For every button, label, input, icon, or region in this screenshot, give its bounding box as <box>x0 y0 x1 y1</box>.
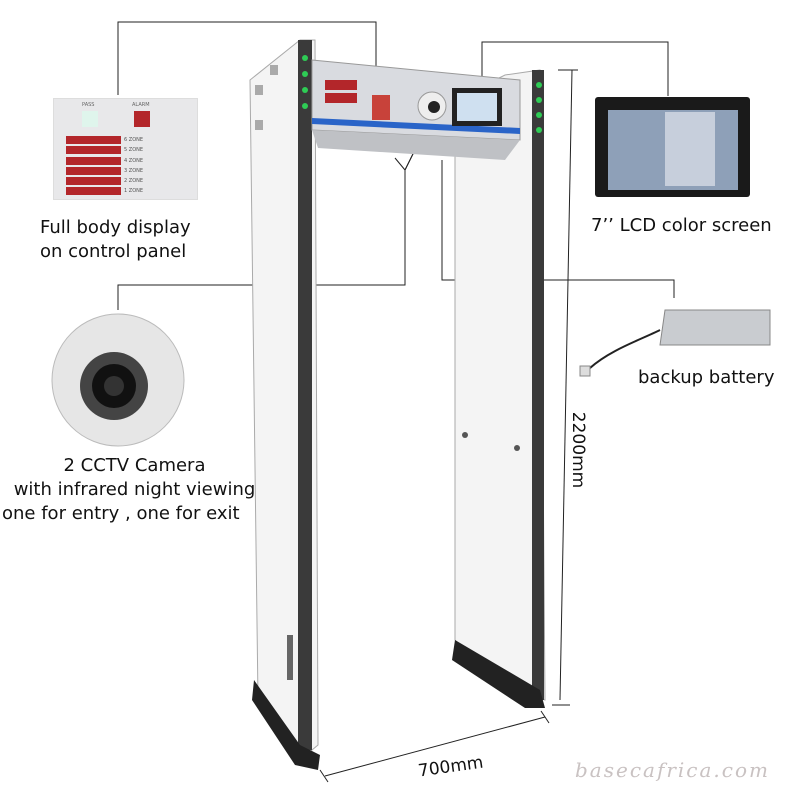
top-header <box>311 59 521 160</box>
camera-caption-line: with infrared night viewing <box>13 479 256 500</box>
alarm-indicator <box>134 111 150 127</box>
panel-caption-line: on control panel <box>40 241 187 262</box>
right-pillar <box>452 69 546 708</box>
camera-caption: 2 CCTV Camera with infrared night viewin… <box>2 454 267 526</box>
control-panel-inset: PASS ALARM 6 ZONE 5 ZONE 4 ZONE 3 ZONE 2… <box>53 98 198 200</box>
left-pillar <box>249 39 320 770</box>
zone-bar <box>66 136 121 144</box>
zone-label: 1 ZONE <box>124 188 144 194</box>
zone-bar <box>66 177 121 185</box>
watermark: basecafrica.com <box>575 758 770 782</box>
zone-label: 2 ZONE <box>124 178 144 184</box>
lcd-screen-inset <box>595 97 750 197</box>
zone-bar <box>66 146 121 154</box>
cctv-camera-inset <box>51 313 185 447</box>
panel-caption: Full body display on control panel <box>40 216 191 264</box>
camera-caption-line: one for entry , one for exit <box>2 503 240 524</box>
zone-bar <box>66 157 121 165</box>
backup-battery-inset <box>579 309 771 377</box>
zone-label: 6 ZONE <box>124 137 144 143</box>
camera-caption-line: 2 CCTV Camera <box>63 455 206 476</box>
alarm-label: ALARM <box>132 102 150 108</box>
panel-caption-line: Full body display <box>40 217 191 238</box>
pass-indicator <box>82 111 98 127</box>
zone-bar <box>66 167 121 175</box>
zone-label: 4 ZONE <box>124 158 144 164</box>
right-led-strip <box>536 82 542 133</box>
zone-bar <box>66 187 121 195</box>
pass-label: PASS <box>82 102 95 108</box>
zone-label: 3 ZONE <box>124 168 144 174</box>
lcd-caption: 7’’ LCD color screen <box>591 215 772 236</box>
zone-label: 5 ZONE <box>124 147 144 153</box>
battery-caption: backup battery <box>638 367 775 388</box>
left-led-strip <box>302 55 308 109</box>
height-dimension: 2200mm <box>568 411 589 489</box>
